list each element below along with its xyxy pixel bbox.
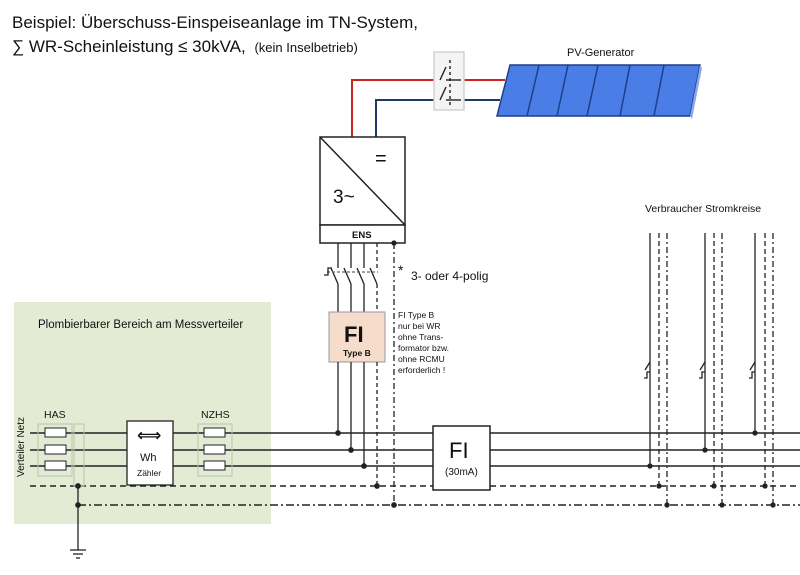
rcd-main	[432, 425, 491, 491]
svg-text:ohne Trans-: ohne Trans-	[398, 332, 444, 342]
inverter-output-lines	[337, 240, 397, 505]
rcd-main-rating: (30mA)	[445, 467, 478, 478]
title-line-2: ∑ WR-Scheinleistung ≤ 30kVA, (kein Insel…	[12, 37, 358, 56]
grounding	[70, 483, 86, 559]
svg-text:formator bzw.: formator bzw.	[398, 343, 449, 353]
title-line-1: Beispiel: Überschuss-Einspeiseanlage im …	[12, 13, 418, 32]
svg-text:nur bei WR: nur bei WR	[398, 321, 441, 331]
grid-label: Verteiler Netz	[16, 417, 27, 477]
inverter-ac-symbol: 3~	[333, 187, 355, 208]
sealed-area-label: Plombierbarer Bereich am Messverteiler	[38, 319, 243, 331]
svg-text:ohne RCMU: ohne RCMU	[398, 354, 445, 364]
meter-arrow-icon: ⟺	[137, 426, 161, 445]
rcd-type-b-fi: FI	[344, 322, 364, 347]
meter-wh: Wh	[140, 452, 157, 464]
rcd-type-b	[328, 311, 386, 363]
ens-box	[319, 224, 406, 244]
rcd-type-b-note: FI Type B nur bei WR ohne Trans- formato…	[398, 310, 449, 375]
switch-note-star: *	[398, 262, 404, 278]
sealed-area	[14, 302, 271, 524]
title-line-2-note: (kein Inselbetrieb)	[254, 40, 357, 55]
rcd-type-b-type: Type B	[343, 348, 371, 358]
pv-generator-label: PV-Generator	[567, 47, 635, 59]
dc-disconnector	[433, 51, 465, 111]
meter-label: Zähler	[137, 468, 161, 478]
ac-disconnector	[324, 267, 378, 312]
inverter-dc-symbol: =	[375, 148, 387, 170]
nzhs-label: NZHS	[201, 409, 230, 421]
nzhs-fuses	[197, 423, 233, 477]
has-label: HAS	[44, 409, 66, 421]
switch-note-text: 3- oder 4-polig	[411, 269, 488, 283]
consumers-label: Verbraucher Stromkreise	[645, 203, 761, 215]
inverter	[319, 136, 406, 244]
pv-generator	[496, 64, 702, 119]
dc-wiring	[351, 79, 505, 137]
meter-box	[126, 420, 174, 486]
svg-text:FI Type B: FI Type B	[398, 310, 435, 320]
rcd-main-fi: FI	[449, 438, 469, 463]
svg-text:erforderlich !: erforderlich !	[398, 365, 445, 375]
consumer-circuits	[644, 233, 776, 508]
ens-label: ENS	[352, 230, 372, 241]
title-line-2-main: ∑ WR-Scheinleistung ≤ 30kVA,	[12, 37, 246, 56]
